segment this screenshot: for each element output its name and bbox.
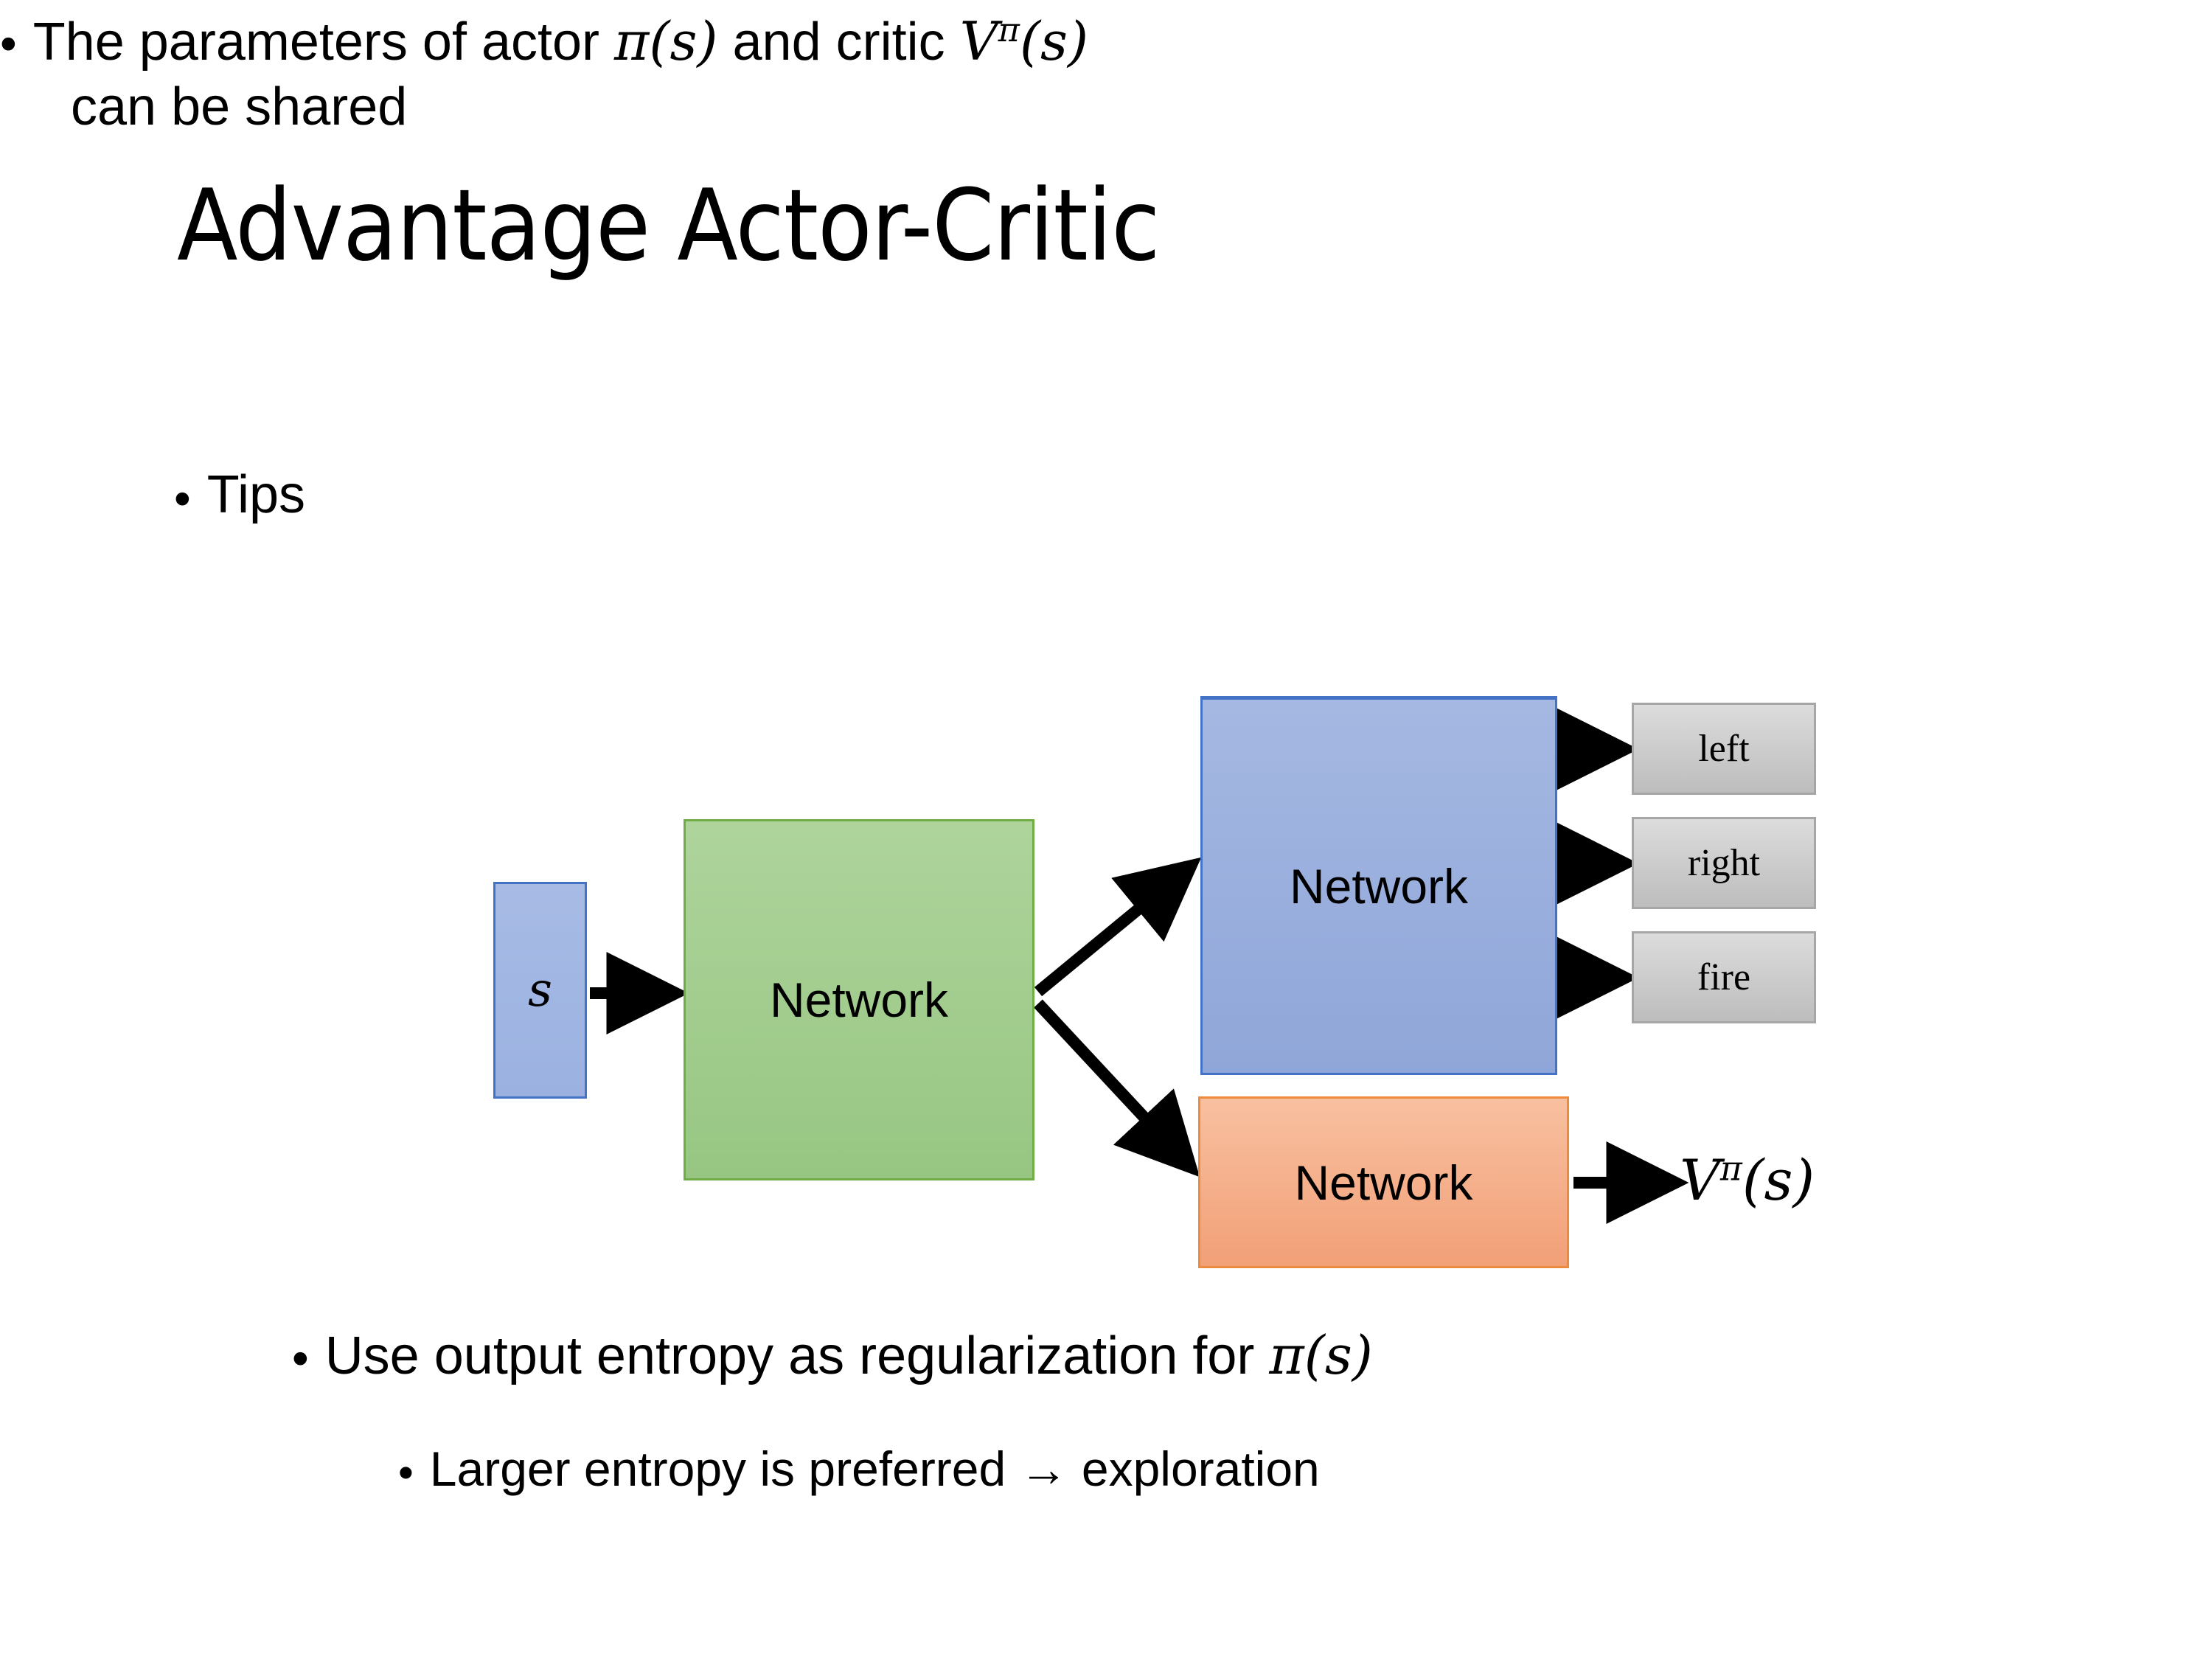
larger-entropy-label: Larger entropy is preferred → exploratio… xyxy=(429,1441,1320,1496)
params-text-part1: The parameters of actor xyxy=(32,13,615,72)
critic-value-math-arg: (s) xyxy=(1019,10,1089,72)
bullet-tips: • Tips xyxy=(174,465,305,525)
value-base: V xyxy=(1680,1147,1720,1213)
entropy-policy-math: π(s) xyxy=(1269,1324,1373,1386)
bullet-marker-icon: • xyxy=(0,16,17,71)
critic-value-math-base: V xyxy=(959,10,998,72)
action-output-fire: fire xyxy=(1632,931,1816,1023)
arrow-shared-to-critic xyxy=(1034,999,1200,1178)
critic-value-math-superscript: π xyxy=(998,11,1020,49)
value-argument: (s) xyxy=(1742,1147,1815,1213)
params-text-part2: and critic xyxy=(717,13,960,72)
action-output-right: right xyxy=(1632,817,1816,909)
bullet-larger-entropy: • Larger entropy is preferred → explorat… xyxy=(398,1441,1320,1497)
state-input-node: s xyxy=(493,882,587,1099)
bullet-entropy-regularization: • Use output entropy as regularization f… xyxy=(292,1324,1373,1386)
bullet-shared-parameters: • The parameters of actor π(s) and criti… xyxy=(0,0,1784,140)
entropy-text: Use output entropy as regularization for xyxy=(324,1326,1270,1385)
bullet-marker-icon: • xyxy=(398,1447,414,1498)
shared-network-node: Network xyxy=(684,819,1034,1180)
arrow-shared-to-actor xyxy=(1034,857,1202,997)
bullet-tips-label: Tips xyxy=(206,465,306,524)
page-title: Advantage Actor-Critic xyxy=(177,168,1160,283)
action-output-left: left xyxy=(1632,703,1816,795)
value-function-output-label: Vπ(s) xyxy=(1680,1147,1815,1213)
critic-network-node: Network xyxy=(1198,1096,1569,1268)
bullet-marker-icon: • xyxy=(292,1331,309,1385)
value-superscript: π xyxy=(1719,1149,1742,1189)
params-text-line2: can be shared xyxy=(71,77,408,136)
actor-policy-math: π(s) xyxy=(614,10,718,72)
bullet-marker-icon: • xyxy=(174,471,191,526)
actor-network-node: Network xyxy=(1200,696,1557,1075)
